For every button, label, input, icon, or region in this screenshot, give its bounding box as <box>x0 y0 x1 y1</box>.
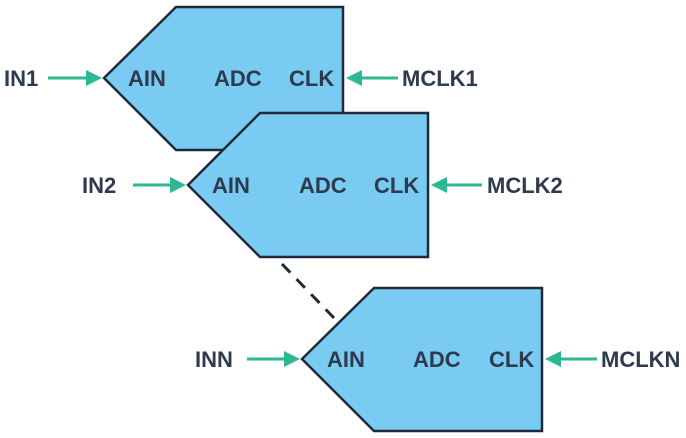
input-label-n: INN <box>195 347 233 372</box>
ellipsis-connector <box>280 262 336 320</box>
adc-label-1: ADC <box>214 66 262 91</box>
arrow-right-icon <box>170 177 186 193</box>
clock-label-2: MCLK2 <box>487 173 563 198</box>
adc-label-2: ADC <box>299 173 347 198</box>
clock-label-1: MCLK1 <box>402 66 478 91</box>
arrow-left-icon <box>346 70 362 86</box>
input-label-2: IN2 <box>82 173 116 198</box>
input-arrow-2 <box>133 177 186 193</box>
ain-label-2: AIN <box>212 173 250 198</box>
adc-label-n: ADC <box>413 347 461 372</box>
input-arrow-1 <box>48 70 102 86</box>
arrow-left-icon <box>545 351 561 367</box>
arrow-right-icon <box>86 70 102 86</box>
clock-arrow-n <box>545 351 597 367</box>
arrow-left-icon <box>431 177 447 193</box>
clk-label-1: CLK <box>289 66 334 91</box>
clk-label-n: CLK <box>489 347 534 372</box>
ain-label-n: AIN <box>327 347 365 372</box>
adc-block-2-shape <box>186 111 430 259</box>
ain-label-1: AIN <box>128 66 166 91</box>
clock-arrow-1 <box>346 70 398 86</box>
adc-block-2: IN2 AIN ADC CLK MCLK2 <box>82 111 563 259</box>
arrow-right-icon <box>284 351 300 367</box>
adc-block-1: IN1 AIN ADC CLK MCLK1 <box>4 5 478 152</box>
clk-label-2: CLK <box>374 173 419 198</box>
clock-label-n: MCLKN <box>601 347 680 372</box>
adc-block-n-shape <box>300 286 544 433</box>
input-label-1: IN1 <box>4 66 38 91</box>
clock-arrow-2 <box>431 177 482 193</box>
input-arrow-n <box>247 351 300 367</box>
adc-block-n: INN AIN ADC CLK MCLKN <box>195 286 680 433</box>
